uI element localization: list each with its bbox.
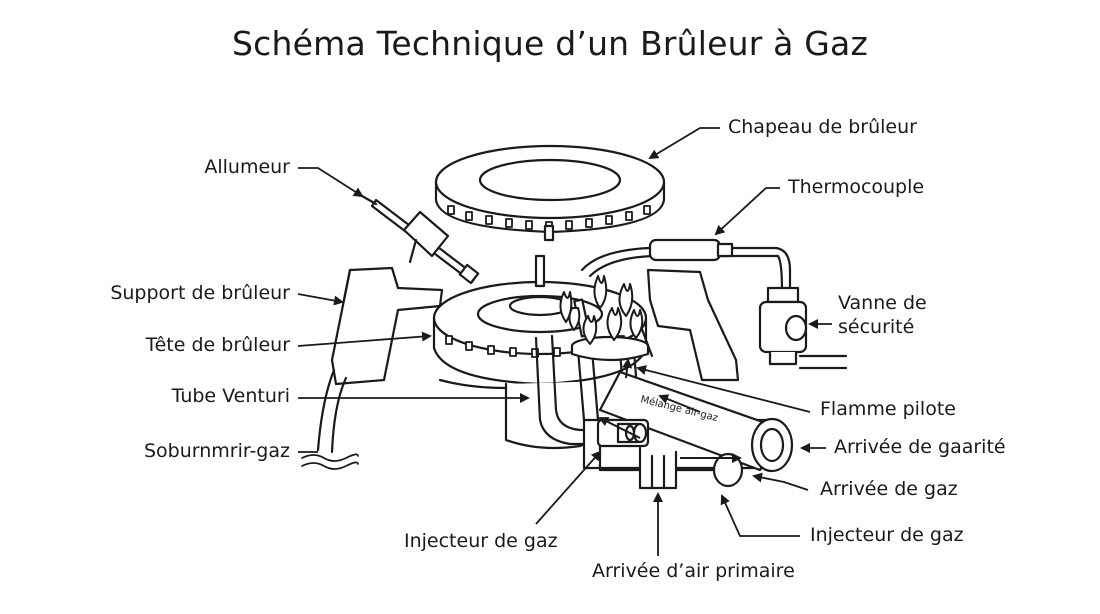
- leader-gaz: [752, 472, 809, 491]
- label-vanne-line2: sécurité: [838, 316, 915, 338]
- label-soburn: Soburnmrir-gaz: [143, 440, 290, 462]
- label-arrivee-garite: Arrivée de gaarité: [834, 436, 1006, 458]
- leader-flamme: [636, 365, 811, 413]
- primary-air-inlet: [638, 446, 678, 490]
- leader-allumeur: [298, 167, 364, 198]
- leader-support: [297, 293, 344, 306]
- safety-valve: [758, 286, 848, 370]
- label-tete: Tête de brûleur: [145, 334, 290, 356]
- label-flamme: Flamme pilote: [820, 398, 956, 420]
- label-allumeur: Allumeur: [204, 156, 290, 178]
- burner-cap: [434, 144, 666, 242]
- leader-chapeau: [648, 127, 720, 160]
- leader-tete: [297, 331, 432, 347]
- label-chapeau: Chapeau de brûleur: [728, 116, 917, 138]
- label-thermocouple: Thermocouple: [788, 176, 925, 198]
- label-support: Support de brûleur: [110, 282, 290, 304]
- leader-thermocouple: [714, 187, 780, 236]
- label-injecteur-right: Injecteur de gaz: [810, 524, 964, 546]
- leader-injecteur-left: [535, 450, 602, 525]
- leader-injecteur-right: [720, 494, 800, 537]
- label-injecteur-left: Injecteur de gaz: [404, 530, 558, 552]
- gas-injector: [596, 418, 650, 448]
- pilot-flames: [559, 275, 644, 345]
- left-support: [330, 266, 444, 386]
- label-venturi: Tube Venturi: [171, 385, 290, 407]
- label-arrivee-gaz: Arrivée de gaz: [820, 478, 958, 500]
- thermocouple: [580, 238, 792, 292]
- diagram-title: Schéma Technique d’un Brûleur à Gaz: [232, 24, 868, 63]
- right-support: [646, 268, 740, 382]
- igniter: [360, 194, 480, 285]
- label-air-primaire: Arrivée d’air primaire: [592, 560, 795, 582]
- label-vanne-line1: Vanne de: [838, 292, 927, 314]
